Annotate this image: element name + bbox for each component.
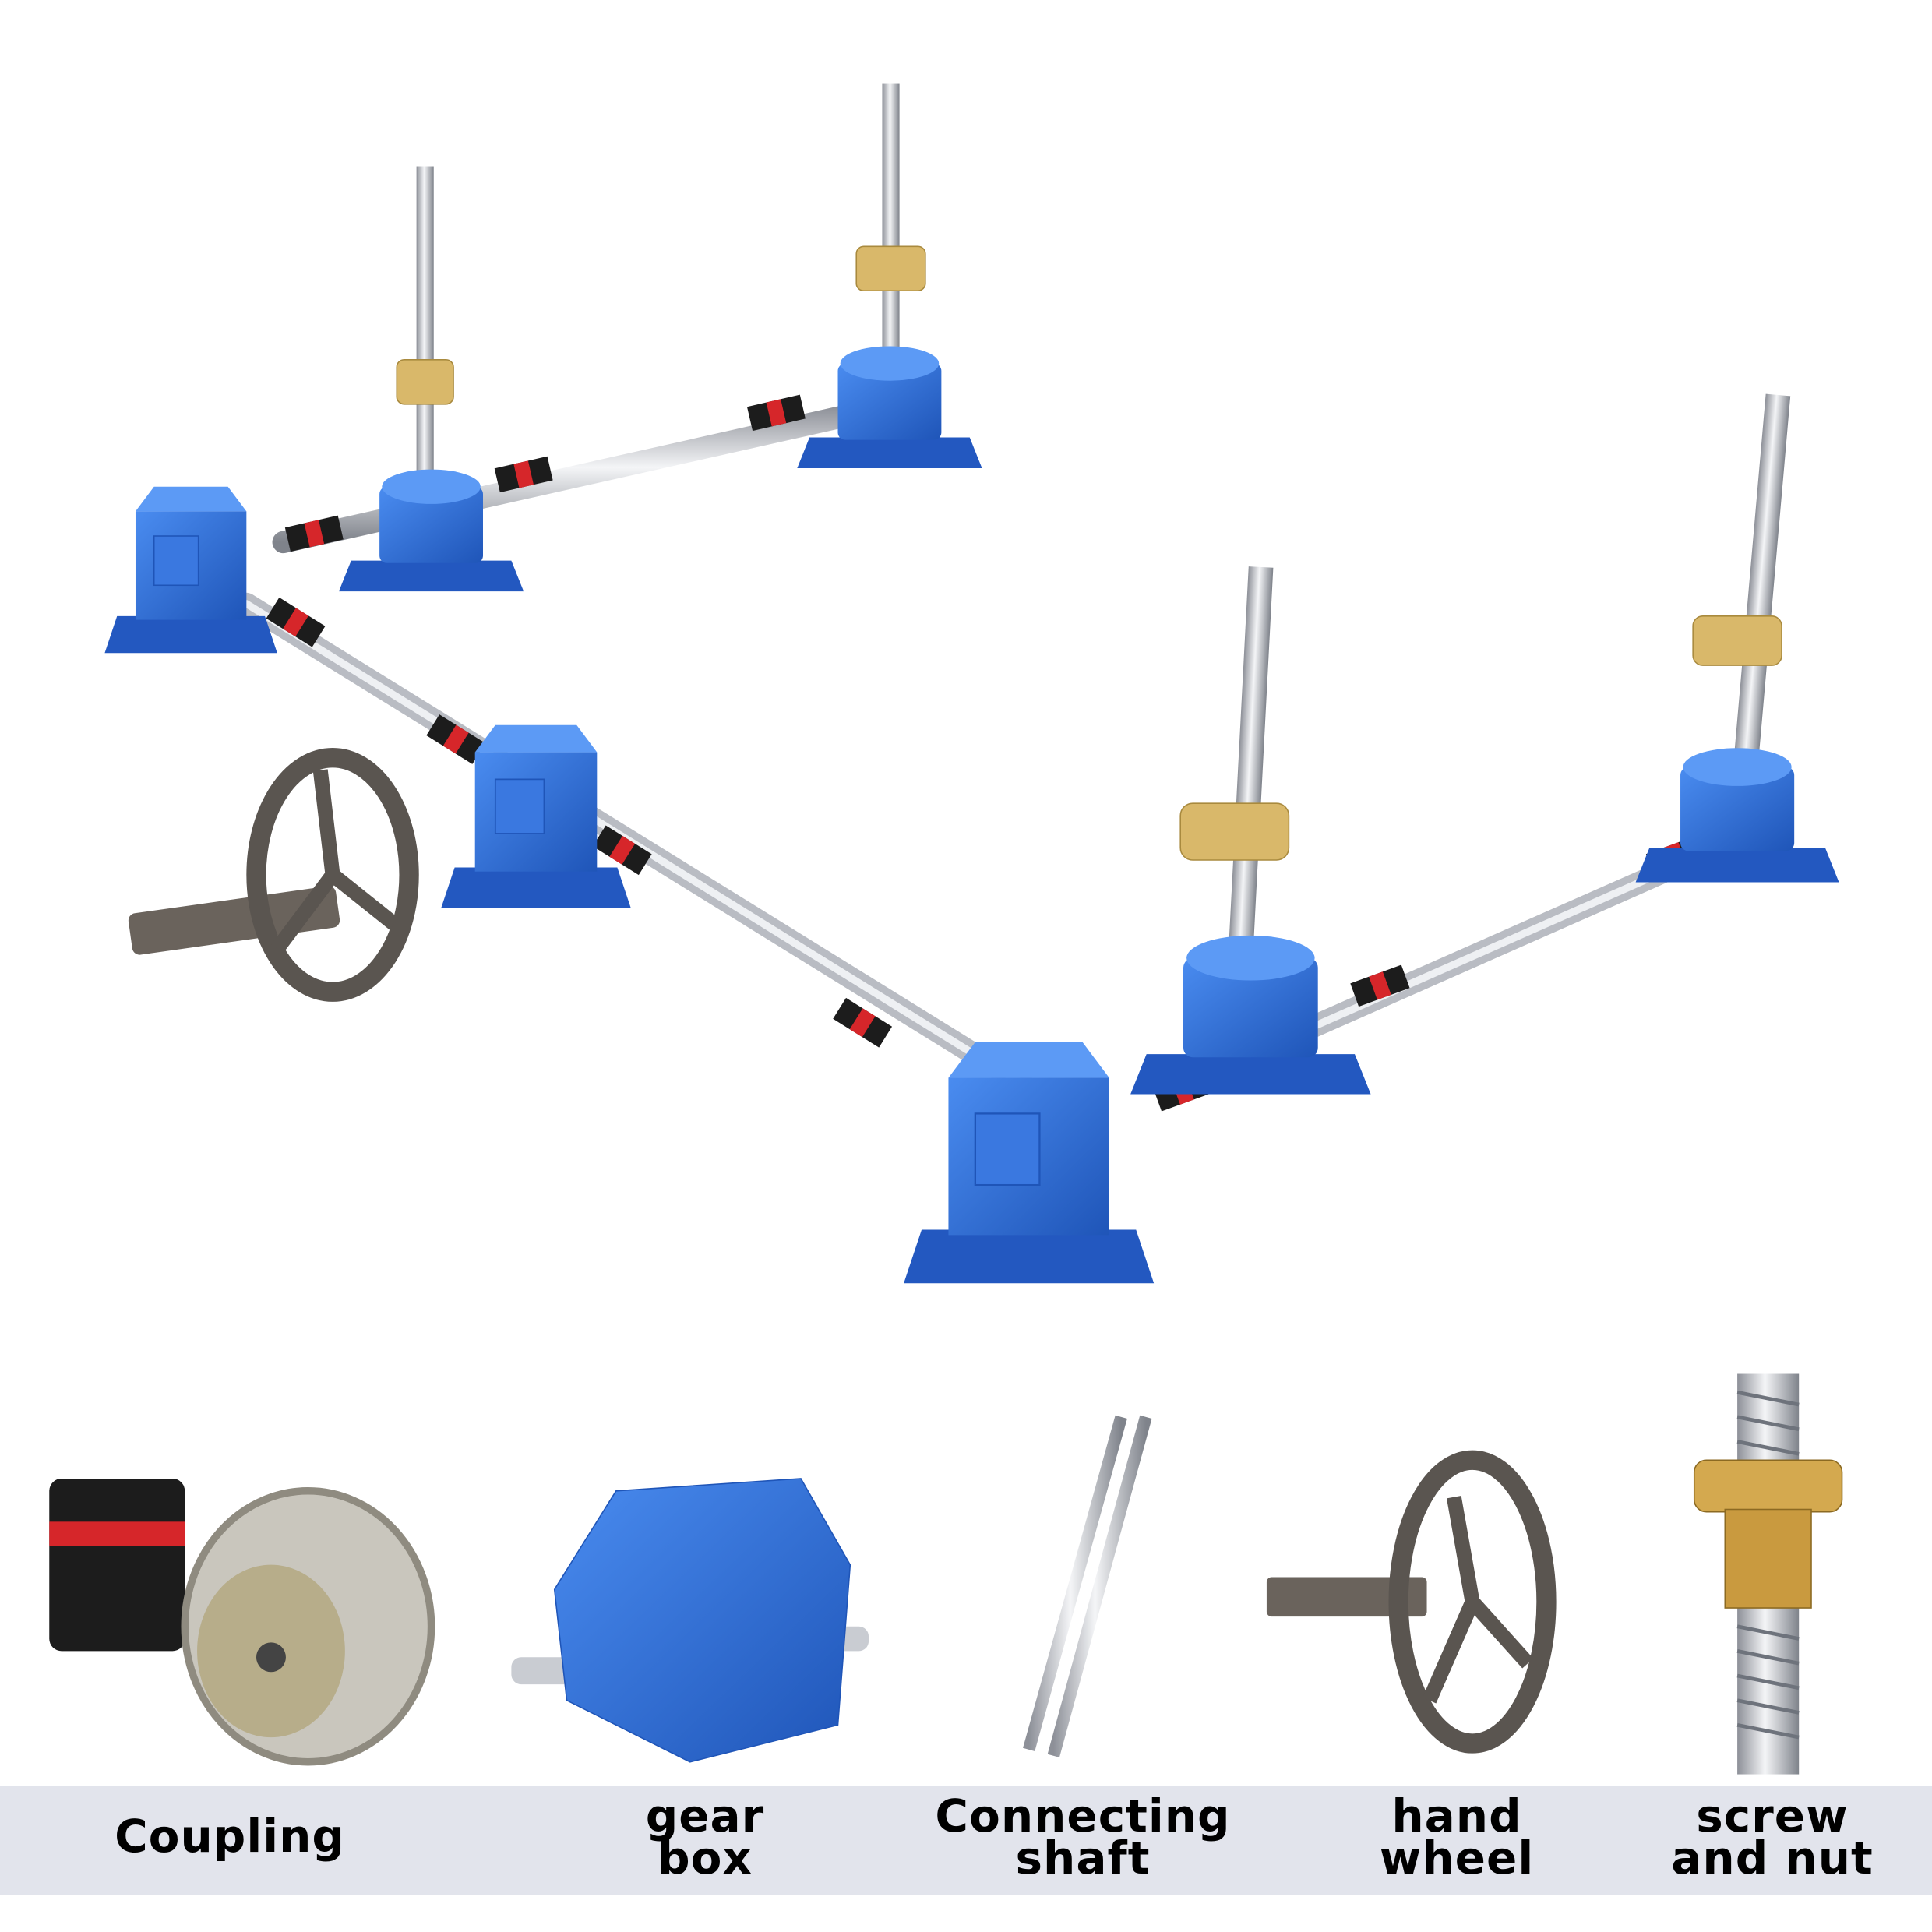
gearbox-part bbox=[511, 1478, 869, 1763]
label-coupling: Coupling bbox=[115, 1810, 345, 1863]
screw-nuts bbox=[396, 245, 1782, 861]
label-connecting-shaft-line2: shaft bbox=[1015, 1832, 1151, 1884]
label-gear-box-line1: gear bbox=[645, 1789, 765, 1842]
label-hand-wheel-line1: hand bbox=[1391, 1789, 1522, 1842]
connecting-shaft-part bbox=[1023, 1415, 1152, 1757]
label-hand-wheel: hand wheel bbox=[1340, 1789, 1574, 1884]
coupling-part bbox=[49, 1478, 435, 1766]
label-gear-box: gear box bbox=[592, 1789, 818, 1884]
parts-label-bar bbox=[0, 1786, 1932, 1895]
hand-wheel bbox=[128, 748, 419, 1002]
label-screw-and-nut: screw and nut bbox=[1636, 1789, 1909, 1884]
label-connecting-shaft: Connecting shaft bbox=[888, 1789, 1278, 1884]
label-screw-and-nut-line2: and nut bbox=[1671, 1832, 1874, 1884]
label-hand-wheel-line2: wheel bbox=[1379, 1832, 1535, 1884]
lifting-screws bbox=[416, 83, 1791, 962]
screw-jacks bbox=[338, 346, 1839, 1095]
hand-wheel-part bbox=[1266, 1450, 1557, 1754]
label-gear-box-line2: box bbox=[658, 1832, 753, 1884]
label-screw-and-nut-line1: screw bbox=[1696, 1789, 1849, 1842]
screw-and-nut-part bbox=[1693, 1373, 1843, 1775]
label-connecting-shaft-line1: Connecting bbox=[935, 1789, 1231, 1842]
